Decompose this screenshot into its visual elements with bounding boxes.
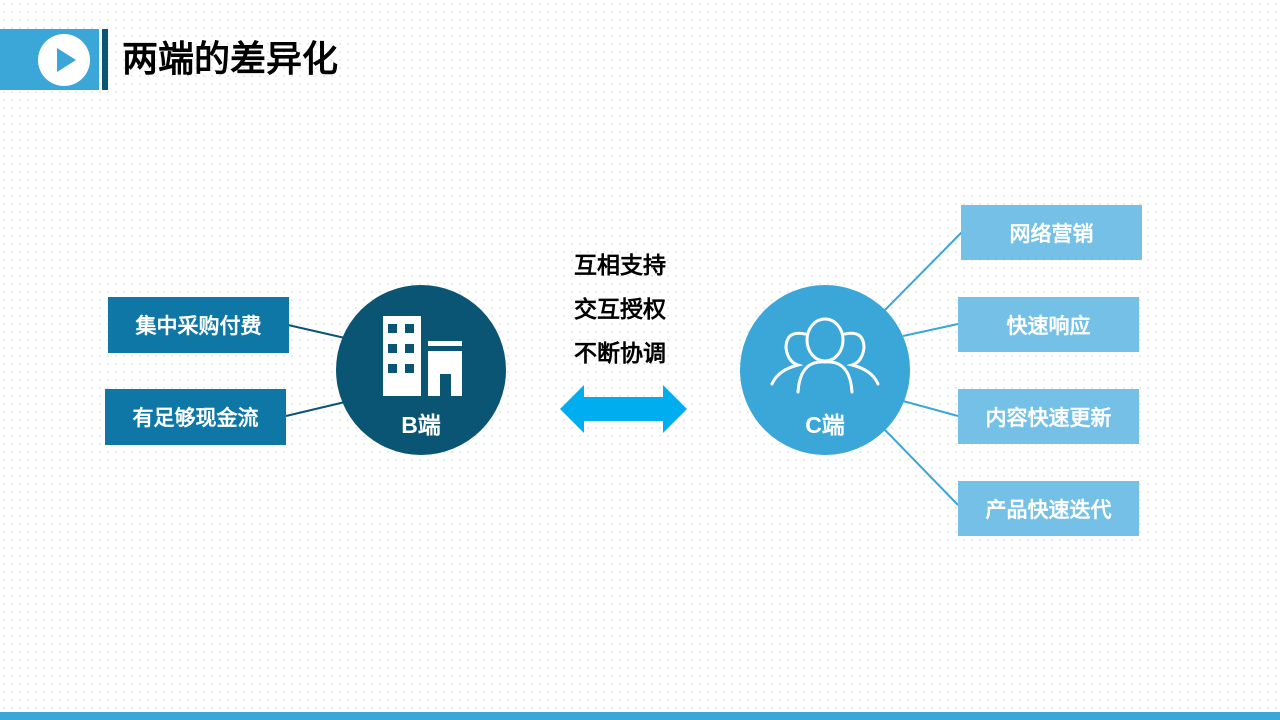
c-item-box: 内容快速更新 [958,389,1139,444]
c-item-box: 快速响应 [958,297,1139,352]
connector [884,429,959,506]
b-item-box: 有足够现金流 [105,389,286,445]
double-arrow-icon [560,385,687,433]
page-title: 两端的差异化 [122,38,339,79]
middle-text: 交互授权 [574,296,666,322]
middle-text: 不断协调 [574,340,666,366]
b-side-label: B端 [401,412,441,438]
c-side-label: C端 [805,412,845,438]
users-icon [770,317,880,394]
c-side-circle [740,285,910,455]
play-icon [38,34,90,86]
c-item-box: 产品快速迭代 [958,481,1139,536]
middle-text: 互相支持 [574,252,666,278]
footer-bar [0,712,1280,720]
connector [902,323,959,337]
c-item-box: 网络营销 [961,205,1142,260]
connector [285,401,346,417]
connector [884,231,963,311]
header-divider [102,29,108,90]
b-item-box: 集中采购付费 [108,297,289,353]
connector [287,324,346,339]
connector [902,400,959,417]
